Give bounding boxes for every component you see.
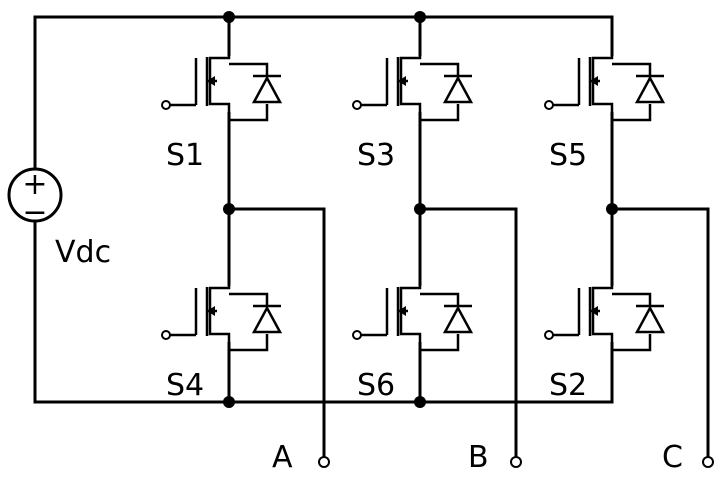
switch-label-s1: S1 bbox=[166, 138, 204, 173]
output-a-wire bbox=[227, 207, 326, 460]
switch-label-s4: S4 bbox=[166, 368, 204, 403]
switch-label-s5: S5 bbox=[549, 138, 587, 173]
junction-node bbox=[223, 203, 235, 215]
gate-terminal bbox=[352, 330, 362, 340]
diode-symbol bbox=[442, 305, 474, 334]
dc-source: + − bbox=[7, 167, 63, 230]
gate-terminal bbox=[161, 100, 171, 110]
junction-node bbox=[223, 396, 235, 408]
diode-symbol bbox=[634, 75, 666, 104]
diode-symbol bbox=[634, 305, 666, 334]
source-label: Vdc bbox=[55, 235, 111, 270]
output-c-wire bbox=[610, 207, 710, 460]
switch-s3: S3 bbox=[352, 50, 474, 173]
switch-s5: S5 bbox=[544, 50, 666, 173]
source-plus-sign: + bbox=[22, 167, 47, 202]
switch-label-s3: S3 bbox=[357, 138, 395, 173]
gate-terminal bbox=[352, 100, 362, 110]
switch-label-s2: S2 bbox=[549, 368, 587, 403]
junction-node bbox=[414, 396, 426, 408]
output-terminal-c bbox=[702, 456, 714, 468]
junction-node bbox=[414, 11, 426, 23]
gate-terminal bbox=[161, 330, 171, 340]
output-label-a: A bbox=[272, 440, 293, 475]
source-minus-sign: − bbox=[22, 195, 47, 230]
output-label-c: C bbox=[662, 440, 683, 475]
switch-s2: S2 bbox=[544, 280, 666, 403]
output-terminal-b bbox=[510, 456, 522, 468]
gate-terminal bbox=[544, 100, 554, 110]
diode-symbol bbox=[251, 305, 283, 334]
output-b-wire bbox=[418, 207, 518, 460]
gate-terminal bbox=[544, 330, 554, 340]
output-label-b: B bbox=[468, 440, 489, 475]
diode-symbol bbox=[251, 75, 283, 104]
switch-s1: S1 bbox=[161, 50, 283, 173]
diode-symbol bbox=[442, 75, 474, 104]
positive-bus bbox=[33, 15, 614, 171]
junction-node bbox=[606, 203, 618, 215]
switch-s6: S6 bbox=[352, 280, 474, 403]
switch-s4: S4 bbox=[161, 280, 283, 403]
junction-node bbox=[223, 11, 235, 23]
junction-node bbox=[414, 203, 426, 215]
switch-label-s6: S6 bbox=[357, 368, 395, 403]
output-terminal-a bbox=[318, 456, 330, 468]
